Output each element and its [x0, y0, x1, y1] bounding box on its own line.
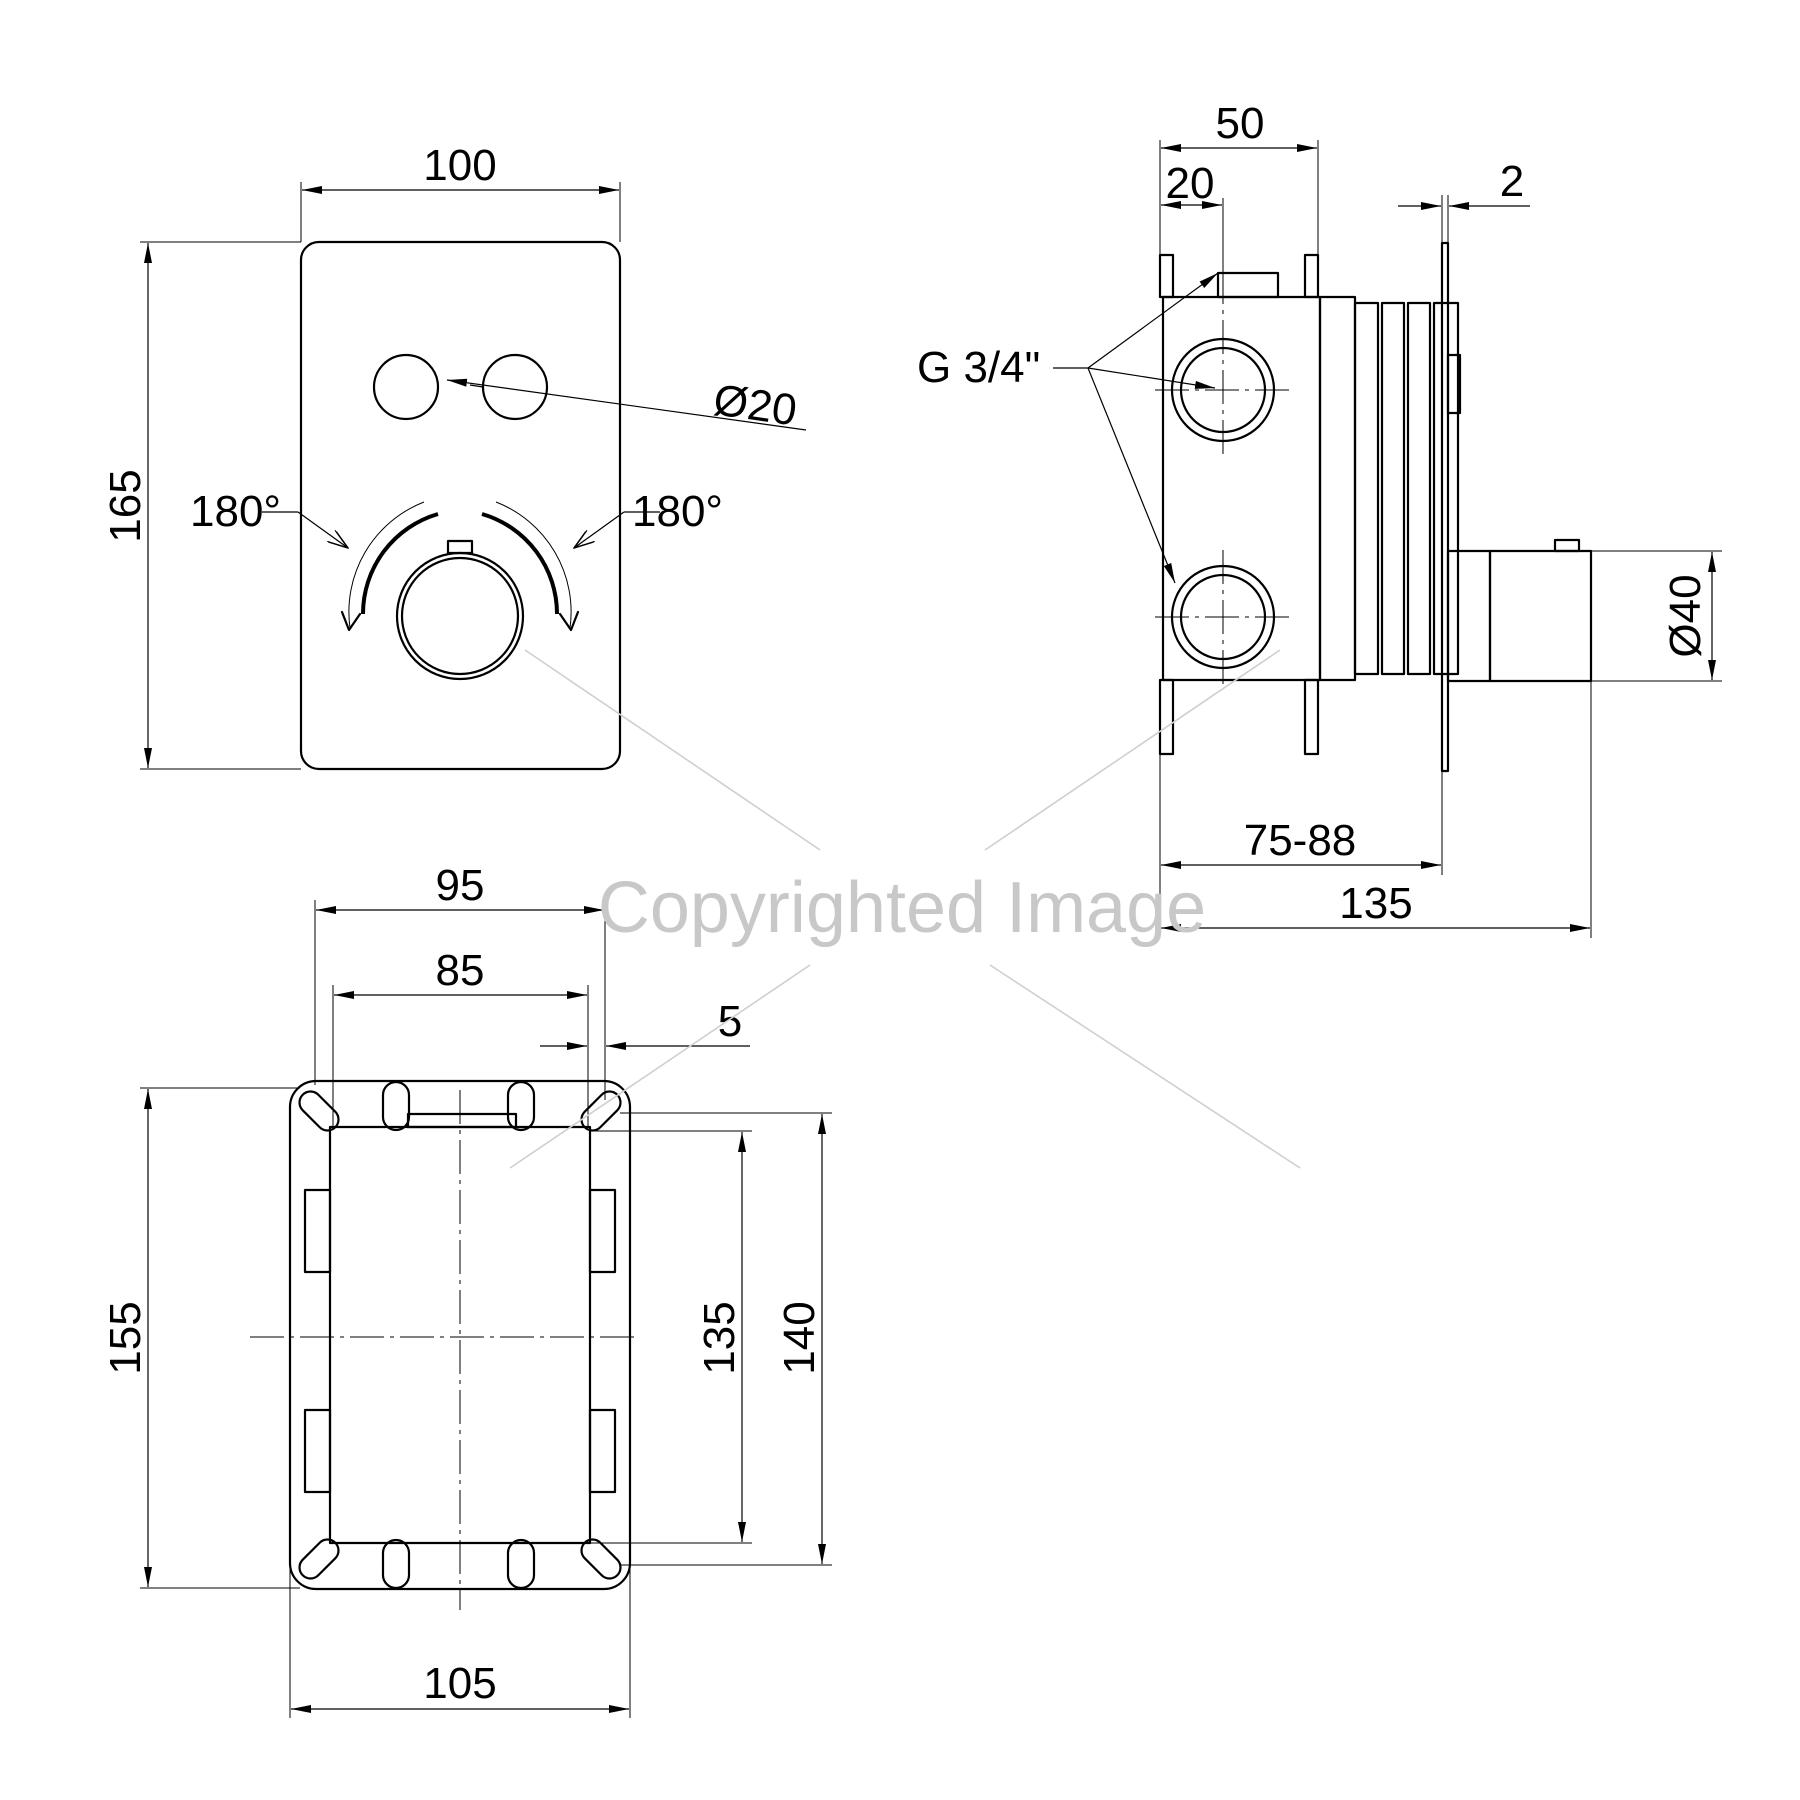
- thread-ring-4: [1432, 301, 1460, 676]
- button-diameter-label: Ø20: [711, 375, 800, 435]
- side-view: G 3/4" 50 20 2 Ø40 75-88 135: [917, 99, 1722, 938]
- button-right: [481, 353, 549, 421]
- body-flange-band: [1318, 295, 1357, 682]
- corner-bracket-br: [580, 1538, 622, 1580]
- box-inner-height-label: 135: [695, 1301, 744, 1374]
- box-flange-outline: [288, 1079, 632, 1591]
- rotation-left-label: 180°: [190, 487, 281, 536]
- thread-ring-1: [1353, 301, 1380, 676]
- plate-thickness-label: 2: [1500, 157, 1524, 206]
- side-clip-right-top: [588, 1188, 617, 1274]
- box-flange-width-label: 105: [423, 1659, 496, 1708]
- rotation-right-leader: [574, 511, 625, 548]
- handle-diameter-label: Ø40: [1661, 574, 1710, 657]
- mounting-slot-bottom-2: [506, 1538, 536, 1590]
- mounting-tab-top-right: [1303, 253, 1320, 299]
- thread-ring-3: [1406, 301, 1432, 676]
- cover-plate: [299, 240, 622, 771]
- mounting-slot-bottom-1: [381, 1538, 411, 1590]
- overall-depth-label: 135: [1339, 879, 1412, 928]
- rotation-arc-right: [481, 512, 560, 615]
- watermark: Copyrighted Image: [509, 649, 1301, 1169]
- watermark-line-2: [984, 649, 1281, 851]
- watermark-line-1: [524, 649, 821, 851]
- mounting-slots: [381, 1080, 536, 1590]
- mounting-slot-top-1: [381, 1080, 411, 1132]
- rotation-arrowhead-left: [340, 610, 362, 632]
- watermark-line-3: [509, 964, 811, 1169]
- mounting-tab-bottom-right: [1303, 678, 1320, 756]
- box-flange-height-label: 155: [101, 1301, 150, 1374]
- mounting-tab-top-left: [1158, 253, 1175, 299]
- install-depth-label: 75-88: [1244, 816, 1357, 865]
- side-clip-left-bottom: [303, 1408, 332, 1494]
- side-clip-left-top: [303, 1188, 332, 1274]
- button-diameter-leader-tail: [469, 384, 484, 388]
- front-height-label: 165: [101, 469, 150, 542]
- spindle-sleeve: [1446, 549, 1492, 683]
- box-wall-label: 5: [718, 997, 742, 1046]
- thread-ring-2: [1380, 301, 1406, 676]
- control-knob-inner-ring: [400, 556, 520, 676]
- wall-plate: [1440, 241, 1450, 773]
- side-depth-label: 50: [1216, 99, 1265, 148]
- control-knob: [395, 551, 525, 681]
- watermark-line-4: [989, 964, 1301, 1169]
- button-diameter-leader: [446, 378, 807, 431]
- rotation-arc-left: [360, 512, 439, 615]
- front-view: 180° 180° Ø20 100 165: [101, 141, 807, 771]
- mounting-tab-bottom-left: [1158, 678, 1175, 756]
- box-outer-height-label: 140: [775, 1301, 824, 1374]
- mounting-slot-top-2: [506, 1080, 536, 1132]
- thread-leader-to-top-inlet: [1087, 367, 1216, 389]
- spindle-pin: [1553, 538, 1581, 553]
- button-left: [372, 353, 440, 421]
- top-cap: [1216, 271, 1280, 299]
- rotation-arc-right-outer: [495, 501, 572, 629]
- rotation-arrowhead-right: [558, 610, 580, 632]
- thread-leader-to-bottom-inlet: [1087, 367, 1176, 584]
- thread-leader-to-top-cap: [1087, 272, 1219, 369]
- knob-indicator: [446, 539, 474, 555]
- front-width-label: 100: [423, 141, 496, 190]
- box-outer-width-label: 95: [436, 861, 485, 910]
- thread-label: G 3/4": [917, 343, 1040, 392]
- rotation-right-label: 180°: [632, 487, 723, 536]
- box-top-cap: [406, 1112, 518, 1129]
- rotation-arc-left-outer: [348, 501, 425, 629]
- corner-bracket-bl: [298, 1538, 340, 1580]
- corner-bracket-tl: [298, 1090, 340, 1132]
- side-clip-right-bottom: [588, 1408, 617, 1494]
- rotation-left-leader: [297, 511, 348, 548]
- side-inlet-offset-label: 20: [1166, 159, 1215, 208]
- spindle-handle: [1488, 549, 1593, 683]
- plate-clip: [1446, 353, 1462, 415]
- watermark-text: Copyrighted Image: [598, 868, 1206, 948]
- box-inner-width-label: 85: [436, 946, 485, 995]
- box-view: 95 85 5 105 155 135 140: [101, 861, 832, 1718]
- corner-brackets: [298, 1090, 622, 1580]
